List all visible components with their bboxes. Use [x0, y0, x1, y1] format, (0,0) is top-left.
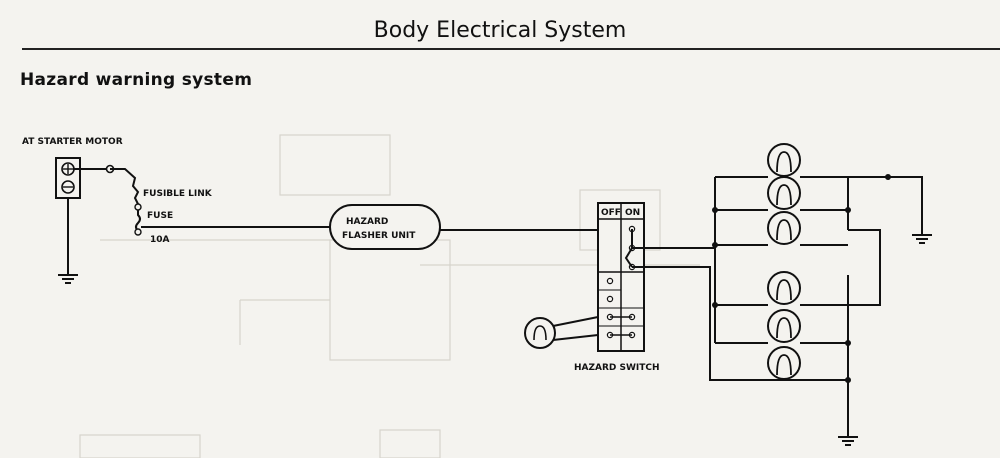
- lamp-1: [715, 143, 848, 178]
- bleed-through-background: [79, 134, 700, 458]
- lamp-5: [715, 309, 848, 344]
- fuse-label: FUSE: [147, 211, 173, 221]
- page-title: Body Electrical System: [373, 18, 627, 43]
- starter-ground-icon: [58, 198, 78, 284]
- lamp-4: [715, 271, 848, 306]
- fusible-link-label: FUSIBLE LINK: [143, 189, 213, 199]
- switch-off-label: OFF: [601, 208, 621, 218]
- hazard-flasher-unit: [329, 204, 441, 250]
- indicator-lamp-icon: [524, 317, 556, 349]
- starter-motor-terminal: [55, 157, 81, 199]
- at-starter-motor-label: AT STARTER MOTOR: [22, 137, 123, 147]
- switch-on-label: ON: [625, 208, 640, 218]
- hazard-switch: [597, 202, 645, 352]
- lamp-6: [767, 346, 848, 381]
- hazard-switch-label: HAZARD SWITCH: [574, 363, 660, 373]
- switch-to-right-bus: [632, 266, 848, 381]
- fusible-link-icon: [110, 168, 140, 205]
- lamp-2: [715, 176, 848, 211]
- indicator-wire-a: [552, 316, 599, 327]
- fuse-rating-label: 10A: [150, 235, 170, 245]
- turn-signal-lamps: [712, 143, 932, 446]
- fuse-icon: [135, 210, 141, 232]
- section-title: Hazard warning system: [20, 70, 253, 90]
- flasher-label-line1: HAZARD: [346, 217, 388, 227]
- header-divider: [22, 48, 1000, 50]
- flasher-label-line2: FLASHER UNIT: [342, 231, 416, 241]
- lamp-3: [715, 211, 848, 246]
- indicator-wire-b: [552, 334, 599, 341]
